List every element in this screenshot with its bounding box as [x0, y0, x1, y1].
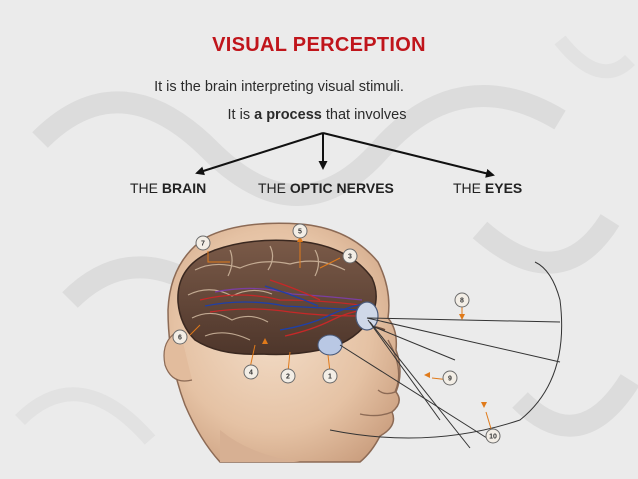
callout-number-5: 5	[298, 229, 302, 236]
brain-folds	[187, 245, 346, 341]
eye-structure	[317, 334, 343, 356]
callout-circle-4	[243, 364, 259, 380]
visual-field-lines	[329, 261, 563, 449]
callout-leaders	[189, 240, 493, 433]
callout-number-9: 9	[448, 376, 452, 383]
callout-number-7: 7	[201, 241, 205, 248]
callout-circle-10	[485, 428, 501, 444]
callout-circle-6	[172, 329, 188, 345]
callout-number-3: 3	[348, 254, 352, 261]
branch-optic-prefix: THE	[258, 180, 290, 196]
definition-line: It is the brain interpreting visual stim…	[154, 79, 404, 95]
optic-pathways	[199, 279, 365, 337]
callouts: 1 2 3 4 5 6 7 8 9 10	[172, 223, 501, 444]
process-line-prefix: It is	[227, 107, 255, 123]
callout-circle-2	[280, 368, 296, 384]
process-line-suffix: that involves	[321, 107, 407, 123]
mouth	[359, 411, 393, 417]
callout-circle-7	[195, 235, 211, 251]
ear	[163, 329, 193, 382]
callout-circle-8	[454, 292, 470, 308]
eyeball	[355, 301, 379, 331]
branch-eyes-prefix: THE	[453, 180, 485, 196]
callout-number-1: 1	[328, 374, 332, 381]
branch-brain: THE BRAIN	[130, 180, 206, 196]
branch-optic-nerves: THE OPTIC NERVES	[258, 180, 394, 196]
callout-number-10: 10	[489, 434, 497, 441]
process-line: It is a process that involves	[0, 107, 636, 123]
slide-title: VISUAL PERCEPTION	[212, 34, 426, 56]
callout-number-8: 8	[460, 298, 464, 305]
branch-brain-bold: BRAIN	[161, 180, 207, 196]
neck	[220, 430, 300, 462]
callout-circle-9	[442, 370, 458, 386]
callout-number-4: 4	[249, 370, 253, 377]
branch-optic-bold: OPTIC NERVES	[289, 180, 394, 196]
branch-eyes-bold: EYES	[484, 180, 523, 196]
callout-circle-3	[342, 248, 358, 264]
process-line-bold: a process	[254, 107, 322, 123]
callout-circle-5	[292, 223, 308, 239]
nose	[377, 339, 400, 395]
callout-circle-1	[322, 368, 338, 384]
callout-number-6: 6	[178, 335, 182, 342]
branch-eyes: THE EYES	[453, 180, 522, 196]
branch-brain-prefix: THE	[130, 180, 162, 196]
callout-number-2: 2	[286, 374, 290, 381]
